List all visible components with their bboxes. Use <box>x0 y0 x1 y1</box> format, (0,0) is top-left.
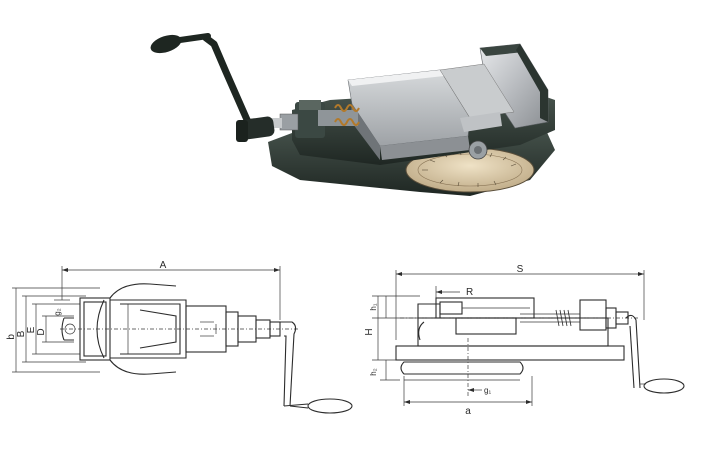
dim-S-label: S <box>517 264 524 275</box>
dim-g2-label: g₂ <box>53 308 62 316</box>
spindle-spring <box>334 104 360 126</box>
dim-b-label: b <box>6 334 17 340</box>
screw-housing <box>295 102 325 138</box>
dim-h1-label: h₁ <box>369 303 378 310</box>
dim-a-label: a <box>465 406 471 417</box>
dim-H-label: H <box>364 328 375 335</box>
dim-B-label: B <box>16 330 27 337</box>
vise-side-view-drawing: S R h₁ H h₂ <box>364 264 685 417</box>
dim-E-label: E <box>26 326 37 333</box>
crank-handle <box>150 33 275 142</box>
dim-g1-label: g₁ <box>484 386 491 395</box>
machine-vise-photo <box>150 33 555 196</box>
vise-top-view-drawing: A b B E D g₂ <box>6 260 353 414</box>
dim-A-label: A <box>160 260 167 271</box>
dim-D-label: D <box>36 328 47 335</box>
dim-h2-label: h₂ <box>369 368 378 376</box>
dim-R-label: R <box>466 287 473 298</box>
